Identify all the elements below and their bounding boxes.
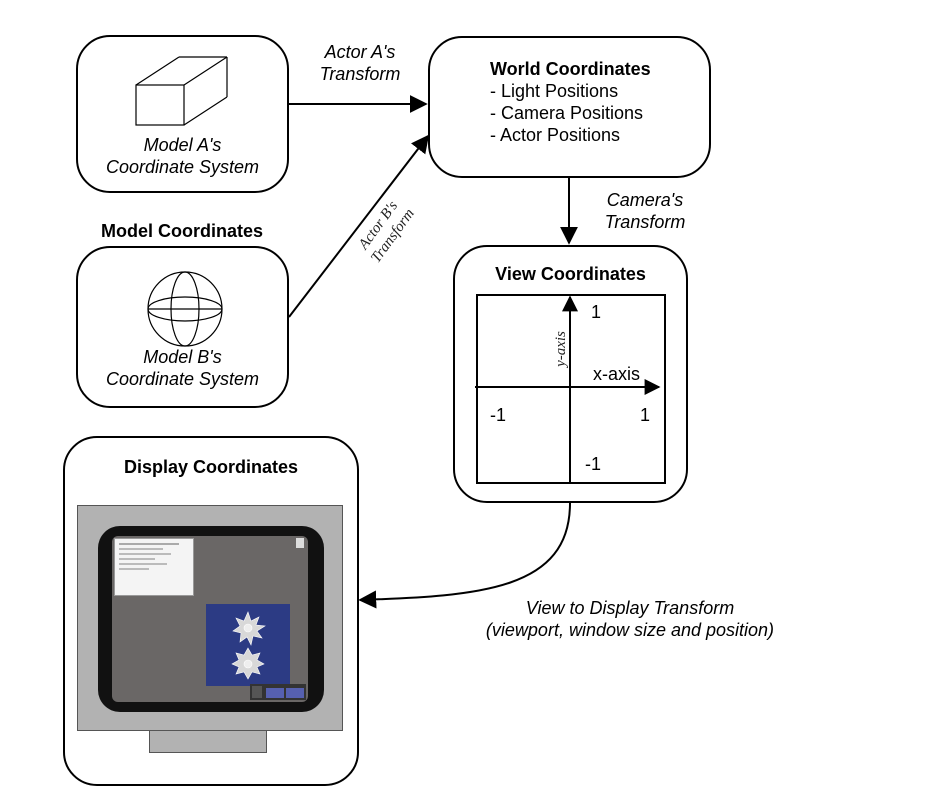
display-coordinates-box: Display Coordinates	[63, 436, 359, 786]
display-coordinates-title: Display Coordinates	[123, 457, 299, 477]
view-axes	[475, 295, 661, 483]
model-b-box: Model B's Coordinate System	[76, 246, 289, 408]
desktop-icon	[296, 538, 304, 548]
model-b-label-1: Model B's	[143, 347, 222, 367]
monitor-stand	[149, 731, 267, 753]
world-coordinates-box: World Coordinates - Light Positions - Ca…	[428, 36, 711, 178]
actor-b-arrow	[288, 134, 430, 318]
y-axis-label: y-axis	[553, 331, 569, 367]
monitor-screen	[98, 526, 324, 712]
terminal-window	[114, 538, 194, 596]
world-coordinates-title: World Coordinates	[490, 59, 651, 79]
cube-icon	[135, 56, 228, 126]
world-item-camera: - Camera Positions	[490, 103, 644, 123]
taskbar	[250, 684, 306, 700]
rendered-star-objects	[231, 611, 266, 680]
view-to-display-label-2: (viewport, window size and position)	[485, 620, 775, 640]
view-coordinates-box: View Coordinates 1 x-axis -1 1 -1 y-axis	[453, 245, 688, 503]
y-top-tick: 1	[591, 302, 602, 322]
actor-a-transform-label-1: Actor A's	[324, 42, 396, 62]
view-to-display-arrow	[358, 502, 571, 609]
world-item-light: - Light Positions	[490, 81, 619, 101]
world-item-actor: - Actor Positions	[490, 125, 621, 145]
actor-a-transform-label-2: Transform	[319, 64, 401, 84]
view-to-display-label-1: View to Display Transform	[525, 598, 735, 618]
model-a-label-1: Model A's	[143, 135, 222, 155]
sphere-icon	[147, 271, 223, 347]
model-b-label-2: Coordinate System	[105, 369, 260, 389]
model-coordinates-label: Model Coordinates	[101, 221, 264, 241]
camera-transform-label-2: Transform	[604, 212, 686, 232]
model-a-label-2: Coordinate System	[105, 157, 260, 177]
desktop	[112, 536, 308, 702]
x-axis-label: x-axis	[593, 364, 641, 384]
monitor	[77, 505, 343, 731]
view-coordinates-title: View Coordinates	[495, 264, 646, 284]
camera-transform-label-1: Camera's	[606, 190, 684, 210]
y-bottom-tick: -1	[585, 454, 602, 474]
model-a-box: Model A's Coordinate System	[76, 35, 289, 193]
render-window	[206, 604, 290, 686]
x-right-tick: 1	[640, 405, 651, 425]
x-left-tick: -1	[490, 405, 507, 425]
